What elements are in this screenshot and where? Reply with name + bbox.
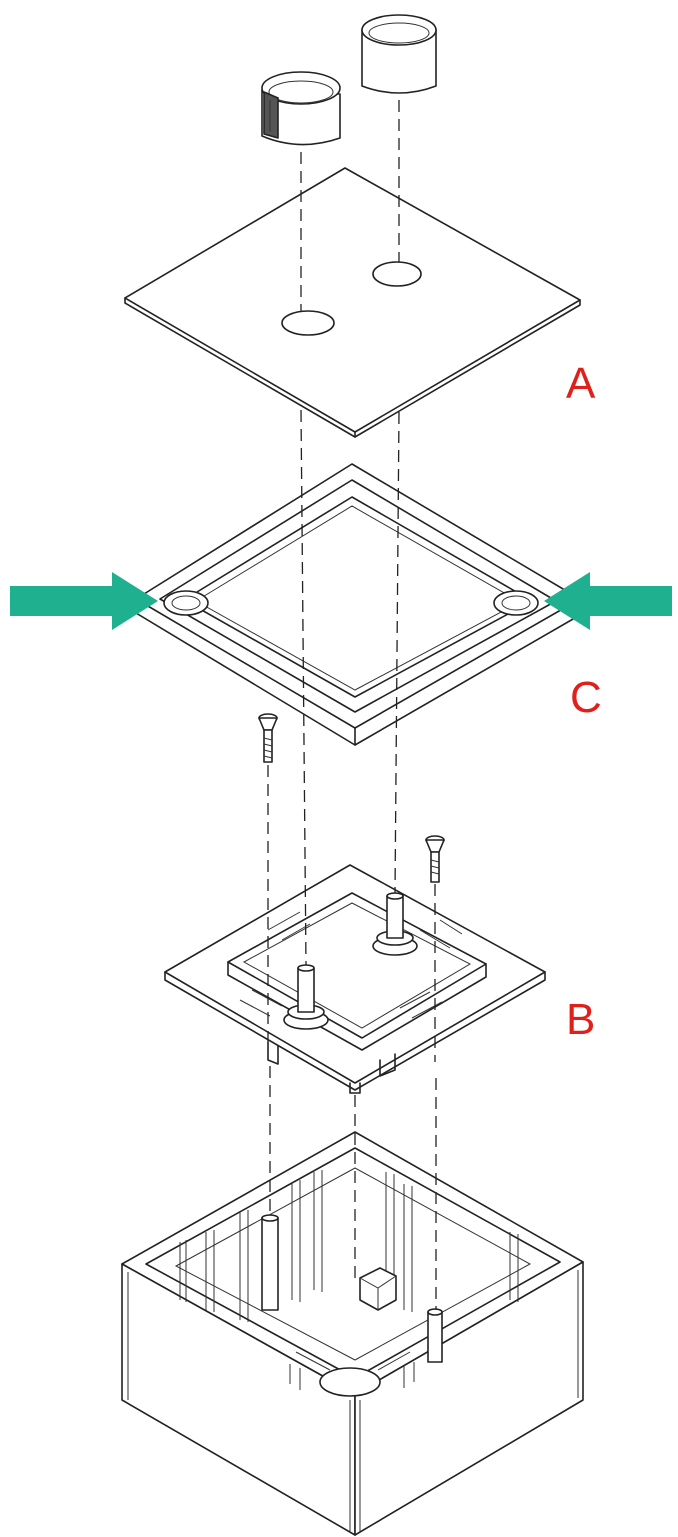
label-c: C bbox=[570, 673, 602, 722]
assembly-guide-lines bbox=[267, 100, 437, 1310]
potentiometer-shaft-left bbox=[283, 964, 329, 1030]
knob-right bbox=[361, 14, 437, 94]
mechanism-plate bbox=[164, 864, 546, 1094]
screw-hole-left bbox=[163, 590, 209, 616]
cover-plate bbox=[124, 167, 581, 438]
knob-left bbox=[261, 71, 341, 146]
frame bbox=[135, 463, 581, 746]
arrow-left-icon bbox=[544, 572, 672, 630]
knob-hole-right bbox=[372, 261, 422, 287]
arrow-right-icon bbox=[10, 572, 158, 630]
screw-right bbox=[425, 835, 445, 883]
knob-hole-left bbox=[281, 310, 335, 336]
screw-hole-right bbox=[493, 590, 539, 616]
back-box bbox=[121, 1131, 584, 1536]
screw-left bbox=[258, 713, 278, 763]
potentiometer-shaft-right bbox=[372, 892, 418, 956]
label-b: B bbox=[566, 995, 595, 1044]
label-a: A bbox=[566, 359, 596, 408]
